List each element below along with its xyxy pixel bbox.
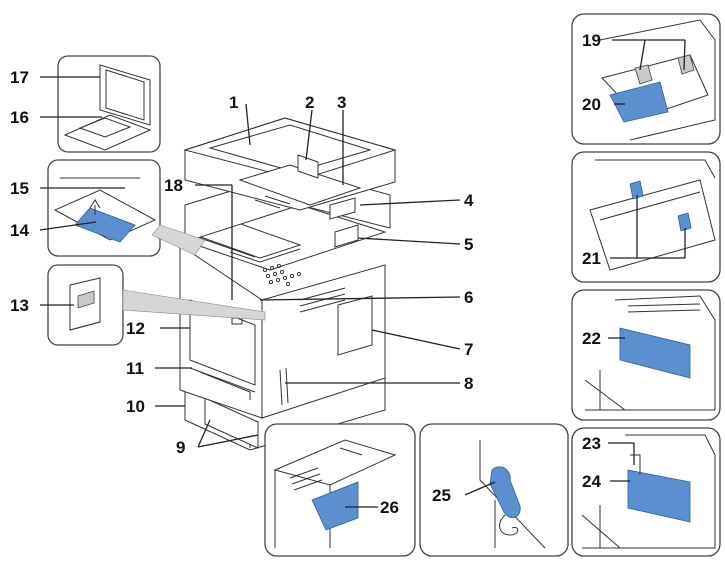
callout-18: 18: [164, 176, 183, 195]
zoom-wedge-panel: [151, 224, 206, 256]
inset-handset: [419, 423, 569, 557]
leader-lines: [39, 39, 686, 508]
zoom-wedge-usb: [122, 289, 266, 321]
callout-7: 7: [464, 340, 473, 359]
inset-tray-guides: [571, 151, 721, 283]
callout-5: 5: [464, 235, 473, 254]
inset-scanner-glass: [57, 55, 161, 153]
callout-17: 17: [10, 68, 29, 87]
callout-13: 13: [10, 296, 29, 315]
callout-23: 23: [582, 434, 601, 453]
callout-12: 12: [126, 319, 145, 338]
callout-11: 11: [126, 359, 144, 378]
callout-22: 22: [582, 329, 601, 348]
callout-1: 1: [229, 93, 238, 112]
inset-toner-cartridge: [571, 289, 721, 421]
callout-14: 14: [10, 221, 29, 240]
callout-19: 19: [582, 31, 601, 50]
callout-4: 4: [464, 191, 474, 210]
inset-stacker: [264, 423, 416, 557]
callout-labels: 1 2 3 4 5 6 7 8 9 10 11 12 13 14 15 16 1…: [10, 31, 601, 517]
callout-3: 3: [337, 93, 346, 112]
callout-25: 25: [432, 486, 451, 505]
callout-8: 8: [464, 374, 473, 393]
callout-26: 26: [380, 498, 399, 517]
callout-9: 9: [176, 438, 185, 457]
main-printer: [179, 117, 397, 451]
callout-21: 21: [582, 249, 601, 268]
inset-output-tray: [47, 159, 161, 257]
callout-24: 24: [582, 472, 601, 491]
inset-imaging-unit: [571, 427, 721, 557]
callout-6: 6: [464, 288, 473, 307]
callout-2: 2: [305, 93, 314, 112]
callout-15: 15: [10, 179, 29, 198]
inset-multipurpose-tray: [571, 13, 721, 145]
callout-10: 10: [126, 397, 145, 416]
callout-16: 16: [10, 108, 29, 127]
callout-20: 20: [582, 95, 601, 114]
inset-usb-port: [47, 264, 124, 346]
